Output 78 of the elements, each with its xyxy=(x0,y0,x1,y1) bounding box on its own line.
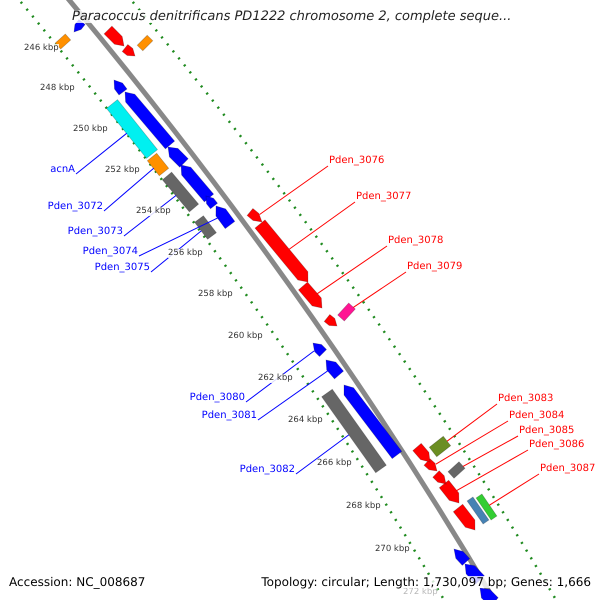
leader-line xyxy=(288,202,356,250)
gene-feature xyxy=(206,196,218,210)
gene-label: Pden_3078 xyxy=(388,236,444,246)
gene-label: Pden_3072 xyxy=(48,202,103,212)
gene-feature xyxy=(122,44,136,56)
position-label: 260 kbp xyxy=(228,332,263,340)
position-label: 270 kbp xyxy=(375,545,410,554)
gene-feature xyxy=(324,314,338,326)
gene-feature xyxy=(298,282,322,308)
gene-label: Pden_3080 xyxy=(190,393,245,403)
gene-label: Pden_3082 xyxy=(240,465,295,475)
gene-label: Pden_3084 xyxy=(509,411,564,421)
gene-feature xyxy=(452,504,476,530)
position-label: 266 kbp xyxy=(317,459,352,468)
position-label: 256 kbp xyxy=(168,249,203,258)
gene-feature xyxy=(454,548,470,566)
leader-line xyxy=(352,272,406,308)
gene-label: Pden_3081 xyxy=(202,411,257,421)
position-label: 268 kbp xyxy=(346,502,381,510)
gene-feature xyxy=(448,461,466,479)
footer-text: Accession: NC_008687 xyxy=(9,576,146,588)
gene-feature xyxy=(114,80,128,96)
leader-line xyxy=(259,166,328,215)
position-label: 246 kbp xyxy=(24,44,59,52)
gene-feature xyxy=(254,219,308,282)
leader-line xyxy=(138,218,218,256)
position-label: 264 kbp xyxy=(288,416,323,424)
gene-label: Pden_3085 xyxy=(519,426,574,436)
gene-feature xyxy=(104,26,124,46)
footer-text: Topology: circular; Length: 1,730,097 bp; Genes: 1,666 xyxy=(261,576,591,588)
gene-feature xyxy=(146,152,170,176)
leader-line xyxy=(488,474,540,506)
gene-feature xyxy=(312,342,327,357)
gene-feature xyxy=(428,436,452,458)
gene-label: Pden_3083 xyxy=(498,394,554,404)
gene-feature xyxy=(124,92,176,150)
leader-line xyxy=(316,246,388,294)
position-label: 258 kbp xyxy=(198,290,233,298)
leader-line xyxy=(258,370,328,420)
gene-feature xyxy=(180,164,214,202)
position-label: 262 kbp xyxy=(258,374,293,382)
gene-label: acnA xyxy=(50,165,75,175)
gene-feature xyxy=(438,480,460,504)
gene-label: Pden_3073 xyxy=(68,227,123,237)
leader-line xyxy=(435,420,508,465)
gene-feature xyxy=(476,494,498,520)
gene-feature xyxy=(412,442,430,462)
gene-feature xyxy=(326,360,344,380)
leader-line xyxy=(296,434,350,474)
gene-feature xyxy=(432,470,446,484)
gene-label: Pden_3077 xyxy=(356,192,412,202)
leader-line xyxy=(462,436,518,467)
leader-line xyxy=(104,168,154,212)
leader-line xyxy=(76,132,128,174)
gene-feature xyxy=(106,99,158,159)
gene-label: Pden_3076 xyxy=(329,156,384,166)
gene-label: Pden_3087 xyxy=(540,464,596,474)
position-label: 248 kbp xyxy=(40,84,75,92)
position-label: 250 kbp xyxy=(73,125,108,134)
position-label: 254 kbp xyxy=(136,207,171,216)
gene-feature xyxy=(344,384,402,460)
title: Paracoccus denitrificans PD1222 chromosome 2, complete seque... xyxy=(72,10,512,23)
position-label: 252 kbp xyxy=(105,166,140,174)
gene-feature xyxy=(424,458,438,472)
gene-label: Pden_3075 xyxy=(94,263,150,273)
gene-label: Pden_3079 xyxy=(407,262,462,272)
gene-feature xyxy=(466,496,490,524)
position-label: 272 kbp xyxy=(403,588,438,596)
leader-line xyxy=(456,450,528,492)
gene-feature xyxy=(136,34,154,52)
gene-feature xyxy=(337,302,356,322)
leader-line xyxy=(446,404,498,442)
gene-label: Pden_3074 xyxy=(82,247,138,257)
gene-feature xyxy=(246,208,263,222)
gene-label: Pden_3086 xyxy=(529,440,584,450)
gene-feature xyxy=(194,215,217,240)
gene-feature xyxy=(168,146,189,168)
gene-feature xyxy=(216,206,236,230)
